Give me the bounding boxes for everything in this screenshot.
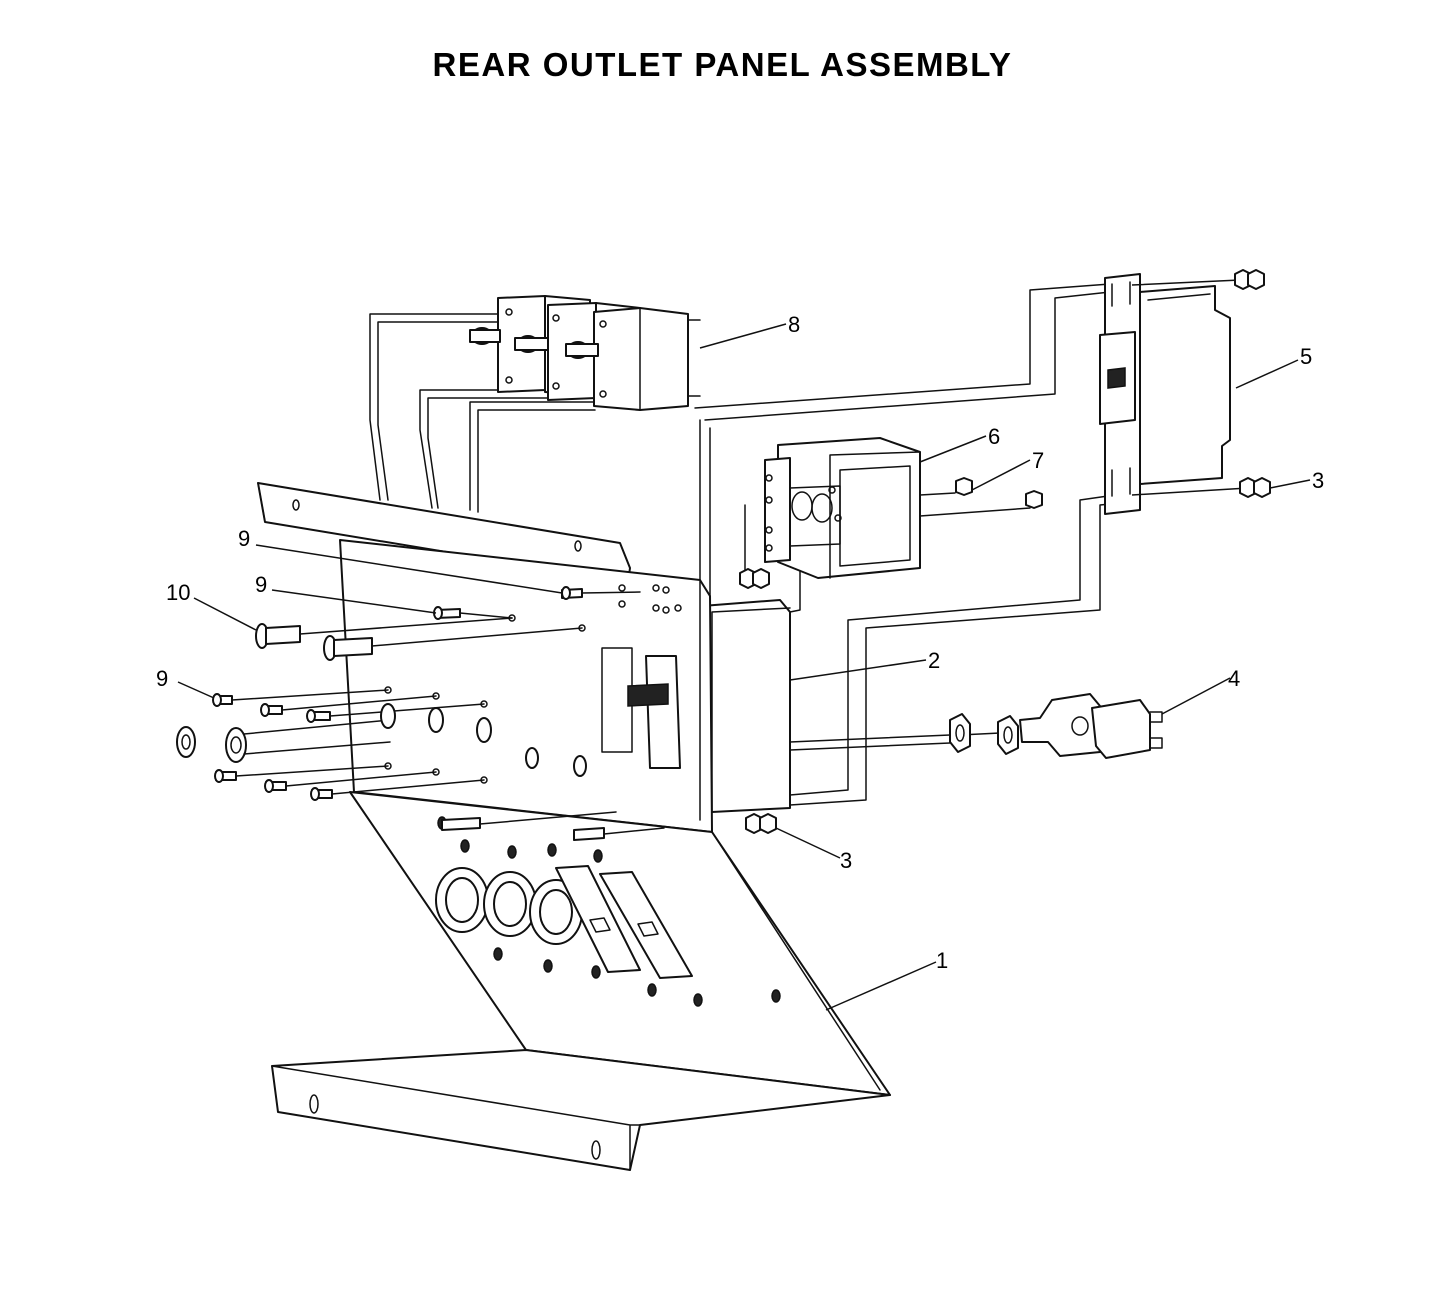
callout-7: 7 [1032,448,1044,473]
callout-3-upper: 3 [1312,468,1324,493]
leader-lines [177,323,1311,1011]
callout-5: 5 [1300,344,1312,369]
hex-nut [955,477,1043,509]
circuit-breaker [1099,273,1249,515]
callout-1: 1 [936,948,948,973]
callout-8: 8 [788,312,800,337]
page-title: REAR OUTLET PANEL ASSEMBLY [432,46,1013,83]
callout-10: 10 [166,580,190,605]
callout-2: 2 [928,648,940,673]
terminal-box [701,599,791,813]
lock-nut [739,269,1271,834]
large-bolt [255,617,586,661]
rocker-switch-set [469,295,701,411]
callout-3-lower: 3 [840,848,852,873]
callout-labels: 8 5 6 7 3 9 9 10 2 4 9 3 1 [156,312,1324,973]
grommet [176,703,587,777]
panel-bracket [257,482,891,1171]
power-inlet [949,693,1163,759]
callout-9-lower: 9 [156,666,168,691]
screw [212,586,665,841]
callout-4: 4 [1228,666,1240,691]
callout-9-upper: 9 [238,526,250,551]
wiring-harness [369,283,1121,806]
callout-6: 6 [988,424,1000,449]
callout-9-middle: 9 [255,572,267,597]
gfci-receptacle [764,437,1031,579]
